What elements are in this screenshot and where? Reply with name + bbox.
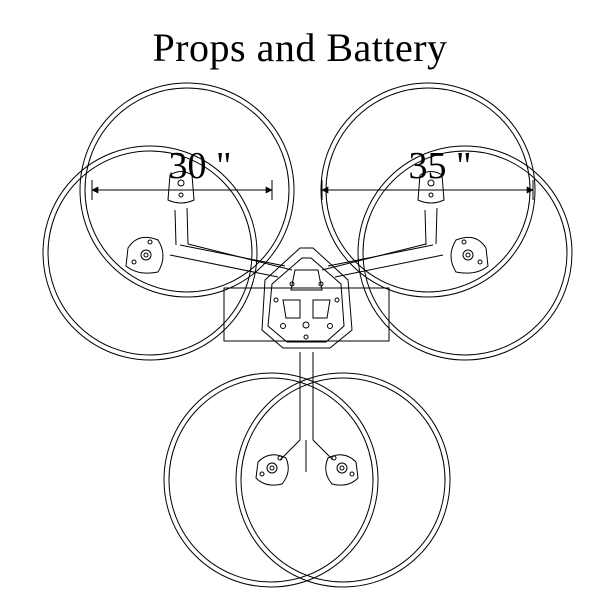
dimension-label-left: 30 " — [168, 145, 231, 187]
motor-mount-bottom-left — [255, 454, 289, 486]
motor-mount-mid-right — [450, 236, 489, 274]
motor-mount-bottom-right — [325, 454, 359, 486]
prop-circles — [42, 82, 573, 588]
prop-circle-bottom-right — [235, 372, 451, 588]
prop-circle-top-right-outer — [357, 145, 573, 361]
dimension-right — [321, 180, 534, 200]
prop-circle-top-left-outer — [42, 145, 258, 361]
arm-top-right — [321, 207, 444, 278]
battery-outline — [223, 287, 390, 342]
dimension-label-right: 35 " — [408, 145, 471, 187]
prop-circle-bottom-left — [163, 372, 379, 588]
prop-circle-top-left-inner — [79, 82, 295, 298]
arm-bottom — [279, 352, 334, 472]
arm-top-left — [169, 207, 293, 278]
motor-mount-mid-left — [125, 236, 164, 274]
center-plate — [261, 247, 353, 349]
dimension-lines — [91, 180, 534, 200]
motor-mounts — [125, 171, 489, 486]
motor-mount-top-right — [417, 171, 445, 204]
dimension-left — [91, 180, 273, 200]
diagram-title: Props and Battery — [152, 25, 448, 70]
